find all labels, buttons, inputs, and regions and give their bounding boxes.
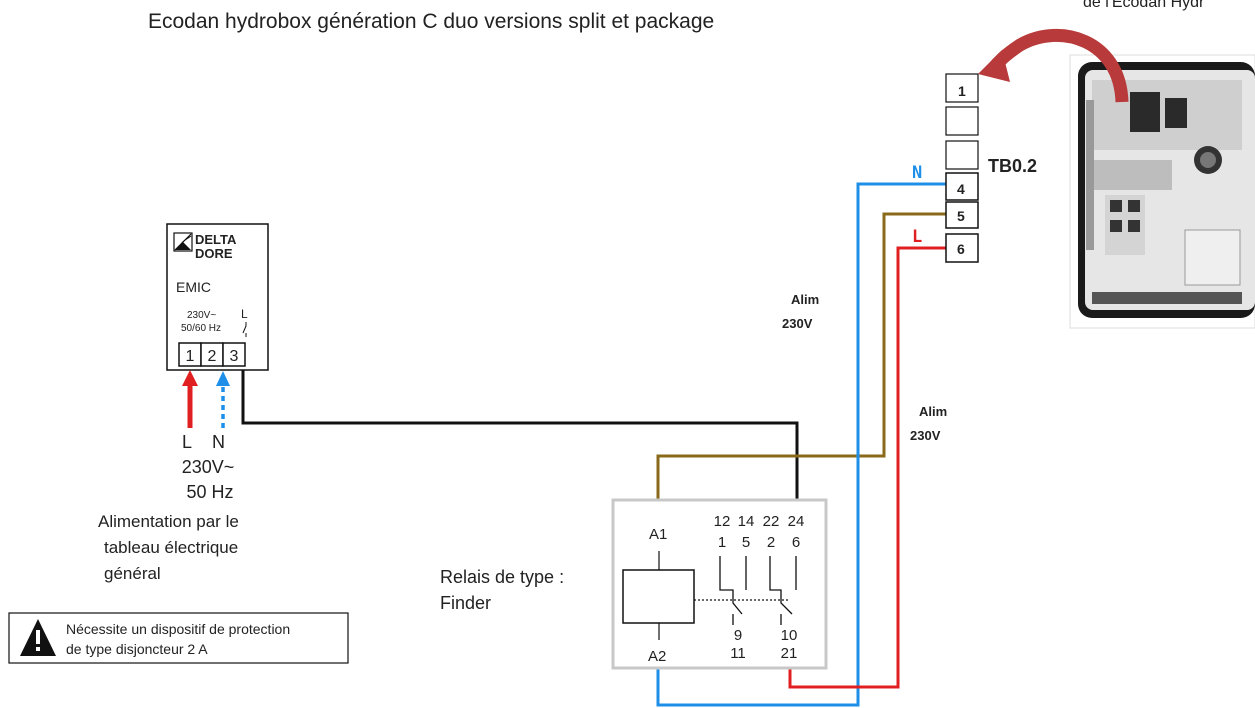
relay-contact-24: 24: [788, 513, 805, 530]
relay-contact-10: 10: [781, 627, 798, 644]
terminal-5: 5: [957, 208, 965, 224]
brand-line-2: DORE: [195, 246, 233, 261]
alim-label-1b: 230V: [782, 316, 813, 331]
alim-label-2: Alim: [919, 404, 947, 419]
phase-arrow: [182, 370, 198, 428]
relay-contact-14: 14: [738, 513, 755, 530]
warning-icon: [20, 619, 56, 656]
relay-contact-9: 9: [734, 627, 742, 644]
terminal-6: 6: [957, 241, 965, 257]
relay-pin-6: 6: [792, 534, 800, 551]
terminal-block-name: TB0.2: [988, 156, 1037, 176]
relay-coil: [622, 569, 695, 624]
control-board-image: [1069, 54, 1255, 329]
brand-line-1: DELTA: [195, 232, 237, 247]
relay-a1-label: A1: [649, 526, 667, 543]
diagram-title: Ecodan hydrobox génération C duo version…: [148, 10, 714, 33]
relay-pin-21: 21: [781, 645, 798, 662]
contact-set-2: [769, 556, 797, 625]
emic-module: DELTA DORE EMIC 230V~ 50/60 Hz L 1 2 3: [166, 223, 269, 371]
contact-set-1: [719, 556, 747, 625]
warning-line-1: Nécessite un dispositif de protection: [66, 621, 290, 637]
supply-voltage: 230V~: [182, 457, 235, 477]
supply-n-label: N: [212, 432, 225, 452]
alim-label-1: Alim: [791, 292, 819, 307]
relay-type-label: Relais de type :: [440, 567, 564, 587]
relay-a2-label: A2: [648, 648, 666, 665]
brown-wire: [656, 212, 946, 500]
supply-frequency: 50 Hz: [186, 482, 233, 502]
emic-switch-label: L: [241, 307, 248, 321]
relay-pin-2: 2: [767, 534, 775, 551]
board-caption: de l'Ecodan Hydr: [1083, 0, 1205, 11]
emic-terminal-3: 3: [230, 348, 239, 365]
delta-dore-logo: [173, 232, 193, 252]
terminal-1: 1: [958, 83, 966, 99]
emic-terminal-1: 1: [186, 348, 195, 365]
terminal-4: 4: [957, 181, 965, 197]
supply-l-label: L: [182, 432, 192, 452]
emic-model: EMIC: [176, 279, 211, 295]
emic-terminal-2: 2: [208, 348, 217, 365]
terminal-block: 1 4 5 6: [945, 73, 979, 263]
relay: A1 A2 12 14 22 24 1 5 2 6 9 10 11 21: [611, 498, 828, 670]
emic-frequency: 50/60 Hz: [181, 323, 221, 334]
supply-description-1: Alimentation par le: [98, 512, 239, 531]
relay-brand-label: Finder: [440, 593, 491, 613]
alim-label-2b: 230V: [910, 428, 941, 443]
emic-switch-symbol: [242, 322, 247, 337]
supply-description-2: tableau électrique: [104, 538, 238, 557]
warning-line-2: de type disjoncteur 2 A: [66, 641, 208, 657]
wire-label-l: L: [912, 227, 922, 247]
wire-label-n: N: [912, 163, 922, 183]
relay-pin-1: 1: [718, 534, 726, 551]
relay-pin-5: 5: [742, 534, 750, 551]
phase-wire: [788, 246, 946, 689]
relay-contact-22: 22: [763, 513, 780, 530]
relay-pin-11: 11: [730, 645, 746, 662]
neutral-wire: [656, 182, 946, 707]
emic-voltage: 230V~: [187, 310, 216, 321]
board-pointer-arrow: [978, 28, 1129, 103]
neutral-arrow: [216, 371, 230, 428]
supply-description-3: général: [104, 564, 161, 583]
relay-contact-12: 12: [714, 513, 731, 530]
warning-box: Nécessite un dispositif de protection de…: [8, 612, 349, 664]
black-wire: [241, 370, 799, 500]
